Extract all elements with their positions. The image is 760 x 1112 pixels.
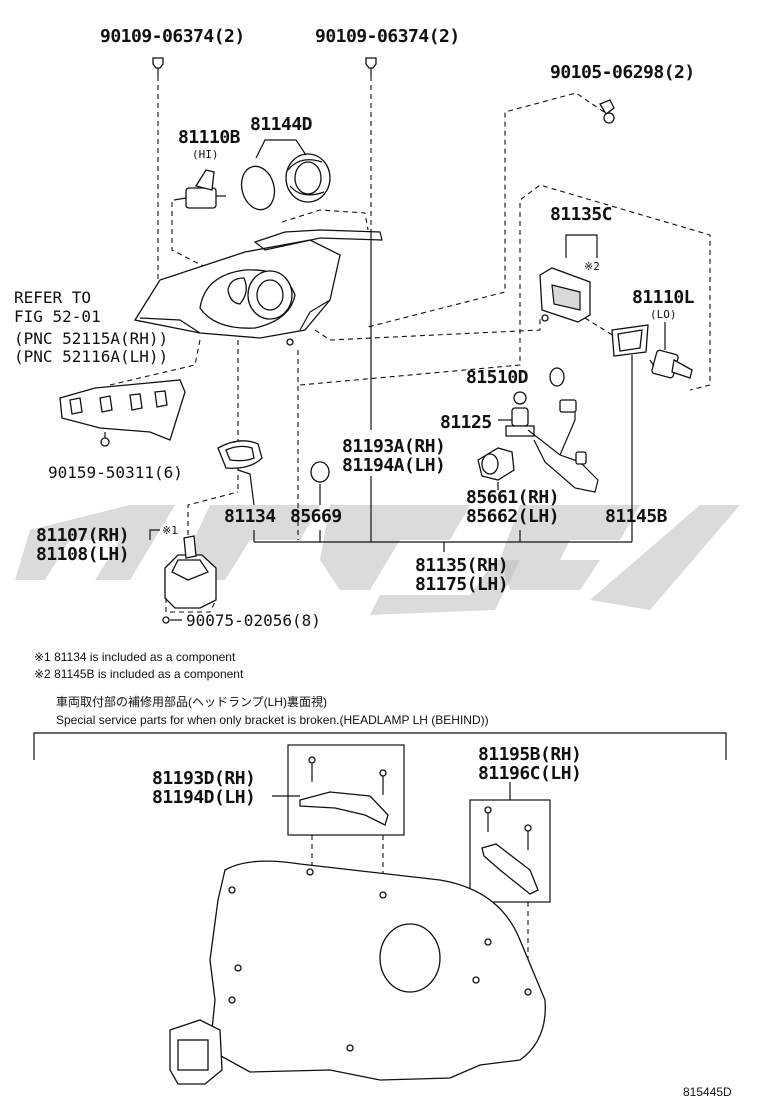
repair-bracket-box-1 [287,744,405,836]
label-refer-2: FIG 52-01 [14,307,101,326]
label-clip: 90159-50311(6) [48,463,183,482]
screw-top-right [599,99,615,124]
bulb-lo-icon [649,349,693,379]
label-repair-bracket-lh: 81194D(LH) [152,787,255,808]
label-bolt-hi-right: 90109-06374(2) [315,26,460,47]
label-socket: 81125 [440,412,492,433]
gasket-lo-icon [611,324,649,357]
lamp-85661-icon [477,447,515,481]
label-pnc-lh: (PNC 52116A(LH)) [14,347,168,366]
section-divider [33,732,727,760]
screw-bottom-icon [162,616,170,624]
label-gasket-hi: 81144D [250,114,313,135]
label-bulb-small: 81510D [466,367,529,388]
cover-81134-icon [217,440,263,469]
repair-bracket-box-2 [469,799,551,903]
label-cover-note: ※2 [584,260,600,273]
label-bulb-lo-sub: (LO) [650,308,677,321]
leader-unit-81135 [253,355,633,552]
bulb-small-icon [549,367,565,387]
gasket-hi-icon [240,153,331,211]
label-pnc-rh: (PNC 52115A(RH)) [14,329,168,348]
label-bolt-hi-left: 90109-06374(2) [100,26,245,47]
headlamp-rear-view-icon [169,860,546,1085]
label-seal: 85669 [290,506,342,527]
clip-icon [100,432,110,447]
label-bulb-lo: 81110L [632,287,695,308]
label-bulb-hi: 81110B [178,127,241,148]
bolt-hi-right [365,57,377,232]
footnote-1: ※1 81134 is included as a component [34,650,236,664]
bolt-hi-left [152,57,164,285]
cover-81135c-icon [539,267,591,323]
label-gasket-lo: 81145B [605,506,668,527]
footnote-2: ※2 81145B is included as a component [34,667,244,681]
socket-icon [505,391,599,493]
label-actuator-rh: 81107(RH) [36,525,129,546]
label-cover: 81135C [550,204,612,225]
label-unit-rh: 81135(RH) [415,555,508,576]
label-repair-bracket2-lh: 81196C(LH) [478,763,581,784]
watermark-logo [15,505,740,615]
figure-id: 815445D [683,1085,732,1099]
section-title-jp: 車両取付部の補修用部品(ヘッドランプ(LH)裏面視) [56,694,327,709]
label-repair-bracket2-rh: 81195B(RH) [478,744,581,765]
dash-top-screw [367,92,605,328]
bulb-hi-icon [173,169,226,209]
seal-85669-icon [310,461,330,483]
label-actuator-lh: 81108(LH) [36,544,129,565]
actuator-icon [164,535,217,613]
label-bulb-hi-sub: (HI) [192,148,219,161]
label-lamp-lh: 85662(LH) [466,506,559,527]
bracket-pnc-icon [59,379,186,441]
label-cover-lower: 81134 [224,506,276,527]
section-title-en: Special service parts for when only brac… [56,713,489,727]
headlamp-housing-icon [133,229,383,346]
label-lamp-rh: 85661(RH) [466,487,559,508]
label-actuator-note: ※1 [162,524,178,537]
label-bracket-lh: 81194A(LH) [342,455,445,476]
label-repair-bracket-rh: 81193D(RH) [152,768,255,789]
label-unit-lh: 81175(LH) [415,574,508,595]
label-refer-1: REFER TO [14,288,91,307]
label-screw-top-right: 90105-06298(2) [550,62,695,83]
label-screw-bottom: 90075-02056(8) [186,611,321,630]
label-bracket-rh: 81193A(RH) [342,436,445,457]
